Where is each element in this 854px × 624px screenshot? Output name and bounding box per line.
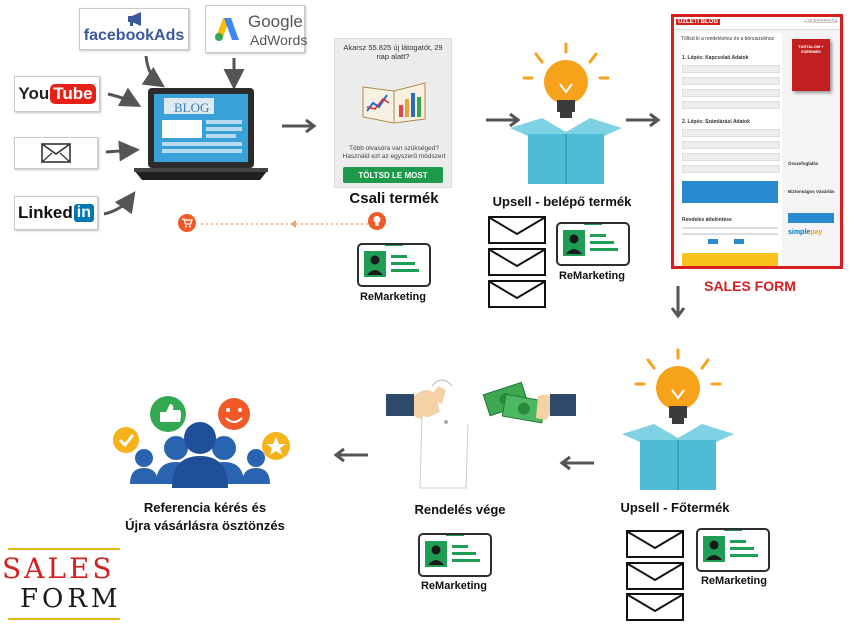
return-dotted-line: [198, 220, 368, 228]
sidebar-secure: Biztonságos Vásárlás: [788, 189, 835, 194]
bulb-small-icon: [368, 212, 386, 230]
remarketing-card-4: [418, 531, 492, 577]
brand-line-1: SALES: [2, 552, 115, 585]
form-field[interactable]: [682, 77, 780, 85]
form-summary-button[interactable]: [734, 239, 744, 244]
lead-magnet-subtext: Több olvasóra van szükséged? Használd ez…: [342, 145, 446, 160]
form-summary-line: [682, 233, 778, 235]
facebook-ads-logo: facebookAds: [79, 8, 189, 50]
google-adwords-logo: Google AdWords: [205, 5, 308, 53]
arrow-to-upsell-entry: [486, 112, 521, 128]
upsell-entry-bulb-box: [510, 42, 622, 184]
upsell-main-label: Upsell - Főtermék: [620, 500, 730, 515]
lead-magnet-ad: Akarsz 55.825 új látogatót, 29 nap alatt…: [334, 38, 452, 188]
google-text: Google: [248, 12, 303, 31]
open-book-chart-icon: [362, 82, 426, 124]
linkedin-logo: Linked in: [14, 196, 98, 230]
form-field[interactable]: [682, 165, 780, 173]
simplepay-logo: simplepay: [788, 229, 822, 236]
form-summary-line: [682, 227, 778, 229]
youtube-tube-text: Tube: [50, 84, 96, 104]
download-now-button[interactable]: TÖLTSD LE MOST: [343, 167, 443, 183]
sales-form-brand-logo: SALES FORM: [0, 546, 148, 622]
sales-form-summary: Rendelés áttekintése: [682, 217, 732, 223]
email-envelope-1a: [488, 216, 546, 244]
email-envelope-1b: [488, 248, 546, 276]
blog-laptop: BLOG: [134, 86, 268, 184]
remarketing-card-2: [556, 220, 630, 266]
adwords-text: AdWords: [250, 32, 308, 48]
form-summary-button[interactable]: [708, 239, 718, 244]
sales-form-sidebar: TARTALOM + ZSERINEK Összefoglalás Bizton…: [786, 33, 838, 266]
email-envelope-2c: [626, 593, 684, 621]
brand-line-2: FORM: [20, 584, 122, 614]
adwords-icon: [214, 16, 240, 47]
email-envelope-2a: [626, 530, 684, 558]
arrow-to-order-end: [559, 455, 594, 471]
remarketing-label-3: ReMarketing: [700, 575, 768, 587]
youtube-you-text: You: [18, 84, 50, 103]
form-field[interactable]: [682, 141, 780, 149]
sales-form-screenshot: ÜZLETI BLOG +36305555554 Töltsd ki a ren…: [671, 14, 843, 269]
email-envelope-1c: [488, 280, 546, 308]
remarketing-card-3: [696, 526, 770, 572]
form-field[interactable]: [682, 89, 780, 97]
form-info-box: [682, 181, 778, 203]
brand-bottom-rule: [8, 618, 120, 620]
remarketing-label-2: ReMarketing: [558, 270, 626, 282]
linkedin-text: Linked: [17, 203, 73, 222]
simplepay-simple: simple: [788, 229, 811, 236]
email-logo: [14, 137, 98, 169]
remarketing-card-1: [357, 241, 431, 287]
sales-form-label: SALES FORM: [704, 278, 796, 294]
arrow-to-sales-form: [626, 112, 661, 128]
sales-form-header: ÜZLETI BLOG +36305555554: [674, 17, 840, 30]
youtube-logo: You Tube: [14, 76, 100, 112]
ebook-cover: TARTALOM + ZSERINEK: [792, 39, 830, 91]
sales-form-step1: 1. Lépés: Kapcsolati Adatok: [682, 55, 749, 61]
lead-magnet-headline: Akarsz 55.825 új látogatót, 29 nap alatt…: [343, 43, 443, 62]
brand-top-rule: [8, 548, 120, 550]
source-arrows: [103, 55, 245, 216]
sidebar-blue-button[interactable]: [788, 213, 834, 223]
form-order-button[interactable]: [682, 253, 778, 266]
sales-form-logo: ÜZLETI BLOG: [676, 19, 720, 25]
envelope-icon: [41, 143, 71, 163]
simplepay-pay: pay: [810, 229, 823, 236]
sales-form-phone: +36305555554: [804, 19, 838, 25]
lead-magnet-label: Csali termék: [349, 190, 439, 207]
order-end-handshake: [386, 379, 576, 489]
arrow-to-referral: [333, 447, 368, 463]
referral-people-icons: [113, 396, 290, 488]
cart-icon: [178, 214, 196, 232]
arrow-to-lead-magnet: [282, 118, 317, 134]
form-field[interactable]: [682, 65, 780, 73]
ebook-title: TARTALOM + ZSERINEK: [798, 44, 824, 54]
remarketing-label-4: ReMarketing: [420, 580, 488, 592]
upsell-entry-label: Upsell - belépő termék: [492, 194, 632, 209]
form-field[interactable]: [682, 153, 780, 161]
facebook-ads-text: facebookAds: [83, 27, 185, 44]
form-field[interactable]: [682, 101, 780, 109]
sidebar-summary: Összefoglalás: [788, 161, 819, 166]
megaphone-icon: [126, 11, 148, 32]
remarketing-label-1: ReMarketing: [359, 291, 427, 303]
blog-screen-text: BLOG: [174, 100, 210, 115]
arrow-down-to-upsell-main: [670, 286, 686, 319]
upsell-main-bulb-box: [622, 348, 734, 490]
referral-label-2: Újra vásárlásra ösztönzés: [125, 518, 285, 533]
linkedin-in-text: in: [73, 204, 94, 222]
sales-form-intro: Töltsd ki a rendeléshez és a bónuszokhoz: [681, 36, 775, 42]
form-field[interactable]: [682, 129, 780, 137]
sales-form-main: Töltsd ki a rendeléshez és a bónuszokhoz…: [678, 33, 782, 266]
order-end-label: Rendelés vége: [414, 502, 506, 517]
referral-label-1: Referencia kérés és: [143, 500, 267, 515]
sales-form-step2: 2. Lépés: Számlázási Adatok: [682, 119, 750, 125]
email-envelope-2b: [626, 562, 684, 590]
